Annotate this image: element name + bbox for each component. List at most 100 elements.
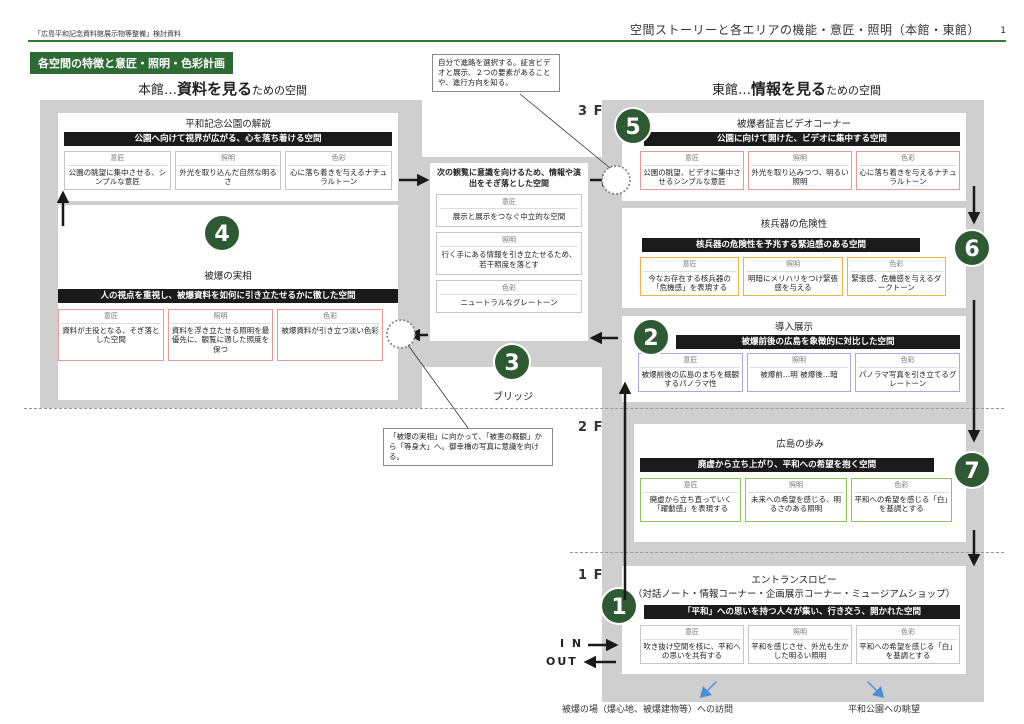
zone-4-cards: 意匠資料が主役となる、そぎ落とした空間 照明資料を浮き立たせる照明を最優先に、観… xyxy=(58,309,384,361)
zone-1-bar: 「平和」への思いを持つ人々が集い、行き交う、開かれた空間 xyxy=(644,605,960,619)
card-text: 公園の眺望、ビデオに集中させるシンプルな意匠 xyxy=(643,167,741,187)
card-label: 色彩 xyxy=(288,154,390,166)
page-number: 1 xyxy=(1000,26,1006,36)
card-text: 心に落ち着きを与えるナチュラルトーン xyxy=(859,167,957,187)
main-building-strong: 資料を見る xyxy=(177,80,253,98)
callout-line-top xyxy=(519,93,611,169)
card-text: 被爆前後の広島のまちを概観するパノラマ性 xyxy=(641,369,740,389)
card-label: 色彩 xyxy=(440,283,578,295)
zone-6-title: 核兵器の危険性 xyxy=(760,219,828,230)
card-text: 廃虚から立ち直っていく「躍動感」を表現する xyxy=(649,494,732,514)
card-text: 公園の眺望に集中させる、シンプルな意匠 xyxy=(68,167,167,187)
zone-bridge-title: ブリッジ xyxy=(493,392,533,403)
card-design: 意匠廃虚から立ち直っていく「躍動感」を表現する xyxy=(640,478,742,522)
card-text: 吹き抜け空間を核に、平和への思いを共有する xyxy=(643,641,741,661)
card-label: 色彩 xyxy=(280,312,381,324)
callout-line-bottom xyxy=(407,344,469,429)
card-lighting: 照明未来への希望を感じる、明るさのある照明 xyxy=(745,478,847,522)
zone-7-cards: 意匠廃虚から立ち直っていく「躍動感」を表現する 照明未来への希望を感じる、明るさ… xyxy=(640,478,952,522)
card-label: 色彩 xyxy=(853,481,949,493)
card-design: 意匠被爆前後の広島のまちを概観するパノラマ性 xyxy=(638,353,743,392)
east-building-prefix: 東館… xyxy=(712,83,752,98)
bottom-visit-label: 被爆の場（爆心地、被爆建物等）への訪問 xyxy=(562,705,734,715)
card-label: 照明 xyxy=(170,312,271,324)
card-text: 平和への希望を感じる「白」を基調とする xyxy=(859,641,957,661)
card-label: 意匠 xyxy=(643,154,741,166)
zone-7-panel: 広島の歩み 廃虚から立ち上がり、平和への希望を抱く空間 意匠廃虚から立ち直ってい… xyxy=(634,424,966,542)
card-text: 資料を浮き立たせる照明を最優先に、観覧に適した照度を保つ xyxy=(171,325,270,354)
zone-park-panel: 平和記念公園の解説 公園へ向けて視界が広がる、心を落ち着ける空間 意匠公園の眺望… xyxy=(58,113,398,201)
zone-6-panel: 核兵器の危険性 核兵器の危険性を予兆する緊迫感のある空間 意匠今なお存在する核兵… xyxy=(622,208,966,308)
card-lighting: 照明外光を取り込んだ自然な明るさ xyxy=(174,151,282,190)
card-design: 意匠吹き抜け空間を核に、平和への思いを共有する xyxy=(640,625,744,664)
zone-5-bar: 公園に向けて開けた、ビデオに集中する空間 xyxy=(644,132,960,146)
zone-1-title: エントランスロビー xyxy=(751,575,837,586)
floor-label-2f: 2 F xyxy=(578,420,604,435)
header-divider xyxy=(28,40,1006,42)
zone-6-number: 6 xyxy=(953,229,991,267)
zone-park-title: 平和記念公園の解説 xyxy=(185,119,271,130)
card-lighting: 照明被爆前…明 被爆後…暗 xyxy=(746,353,852,392)
zone-5-title: 被爆者証言ビデオコーナー xyxy=(736,119,851,130)
card-text: 平和への希望を感じる「白」を基調とする xyxy=(854,494,949,514)
card-label: 照明 xyxy=(177,154,279,166)
card-label: 色彩 xyxy=(859,154,957,166)
dotted-circle-3f xyxy=(601,165,631,195)
dotted-circle-4 xyxy=(386,319,416,349)
zone-1-panel: エントランスロビー （対話ノート・情報コーナー・企画展示コーナー・ミュージアムシ… xyxy=(622,566,966,674)
east-building-strong: 情報を見る xyxy=(751,80,827,98)
note-route-choice: 自分で進路を選択する。証言ビデオと展示、２つの要素があることや、進行方向を知る。 xyxy=(432,54,560,92)
zone-1-cards: 意匠吹き抜け空間を核に、平和への思いを共有する 照明平和を感じさせ、外光も生かし… xyxy=(640,625,960,664)
floor-divider-2f-1f xyxy=(570,552,1004,553)
zone-3-number: 3 xyxy=(493,343,531,381)
card-color: 色彩ニュートラルなグレートーン xyxy=(436,280,582,313)
zone-4-bar: 人の視点を重視し、被爆資料を如何に引き立たせるかに徹した空間 xyxy=(58,289,398,303)
card-text: 行く手にある情報を引き立たせるため、若干照度を落とす xyxy=(441,250,577,269)
card-lighting: 照明平和を感じさせ、外光も生かした明るい照明 xyxy=(748,625,852,664)
card-text: 緊張感、危機感を与えるダークトーン xyxy=(851,273,942,293)
card-label: 照明 xyxy=(751,154,849,166)
blue-arrow-visit xyxy=(700,681,717,698)
zone-bridge-head: 次の観覧に意識を向けるため、情報や演出をそぎ落とした空間 xyxy=(437,168,581,188)
card-text: ニュートラルなグレートーン xyxy=(460,298,558,307)
main-building-prefix: 本館… xyxy=(138,83,178,98)
card-design: 意匠公園の眺望に集中させる、シンプルな意匠 xyxy=(64,151,171,190)
card-label: 意匠 xyxy=(643,628,741,640)
zone-4-number: 4 xyxy=(203,214,241,252)
zone-1-number: 1 xyxy=(600,587,638,625)
label-out: OUT xyxy=(546,655,578,668)
card-color: 色彩平和への希望を感じる「白」を基調とする xyxy=(856,625,960,664)
card-label: 照明 xyxy=(748,481,844,493)
main-building-heading: 本館…資料を見るための空間 xyxy=(138,78,307,99)
card-label: 色彩 xyxy=(858,356,958,368)
zone-park-bar: 公園へ向けて視界が広がる、心を落ち着ける空間 xyxy=(64,132,392,146)
card-text: 資料が主役となる、そぎ落とした空間 xyxy=(62,325,160,345)
card-design: 意匠展示と展示をつなぐ中立的な空間 xyxy=(436,194,582,227)
zone-bridge-cards: 意匠展示と展示をつなぐ中立的な空間 照明行く手にある情報を引き立たせるため、若干… xyxy=(436,194,582,313)
zone-5-cards: 意匠公園の眺望、ビデオに集中させるシンプルな意匠 照明外光を取り込みつつ、明るい… xyxy=(640,151,960,190)
card-text: 心に落ち着きを与えるナチュラルトーン xyxy=(290,167,388,187)
card-label: 意匠 xyxy=(643,481,739,493)
card-text: 外光を取り込みつつ、明るい照明 xyxy=(751,167,849,187)
card-label: 色彩 xyxy=(849,260,943,272)
card-label: 意匠 xyxy=(440,197,578,209)
card-design: 意匠公園の眺望、ビデオに集中させるシンプルな意匠 xyxy=(640,151,744,190)
zone-park-cards: 意匠公園の眺望に集中させる、シンプルな意匠 照明外光を取り込んだ自然な明るさ 色… xyxy=(64,151,393,190)
card-lighting: 照明外光を取り込みつつ、明るい照明 xyxy=(748,151,852,190)
main-building-suffix: ための空間 xyxy=(252,84,308,97)
card-color: 色彩パノラマ写真を引き立てるグレートーン xyxy=(855,353,961,392)
card-label: 意匠 xyxy=(67,154,168,166)
zone-1-subtitle: （対話ノート・情報コーナー・企画展示コーナー・ミュージアムショップ） xyxy=(632,589,956,600)
zone-2-title: 導入展示 xyxy=(774,322,813,333)
floor-label-1f: 1 F xyxy=(578,568,604,583)
card-label: 意匠 xyxy=(61,312,161,324)
card-text: 今なお存在する核兵器の「危機感」を表現する xyxy=(648,273,731,293)
card-design: 意匠資料が主役となる、そぎ落とした空間 xyxy=(58,309,164,361)
header-page-title: 空間ストーリーと各エリアの機能・意匠・照明（本館・東館） xyxy=(629,23,980,37)
floor-divider-3f-2f xyxy=(24,408,1004,409)
card-color: 色彩被爆資料が引き立つ淡い色彩 xyxy=(277,309,384,361)
zone-5-number: 5 xyxy=(614,107,652,145)
zone-5-panel: 被爆者証言ビデオコーナー 公園に向けて開けた、ビデオに集中する空間 意匠公園の眺… xyxy=(622,113,966,201)
card-label: 照明 xyxy=(749,356,849,368)
